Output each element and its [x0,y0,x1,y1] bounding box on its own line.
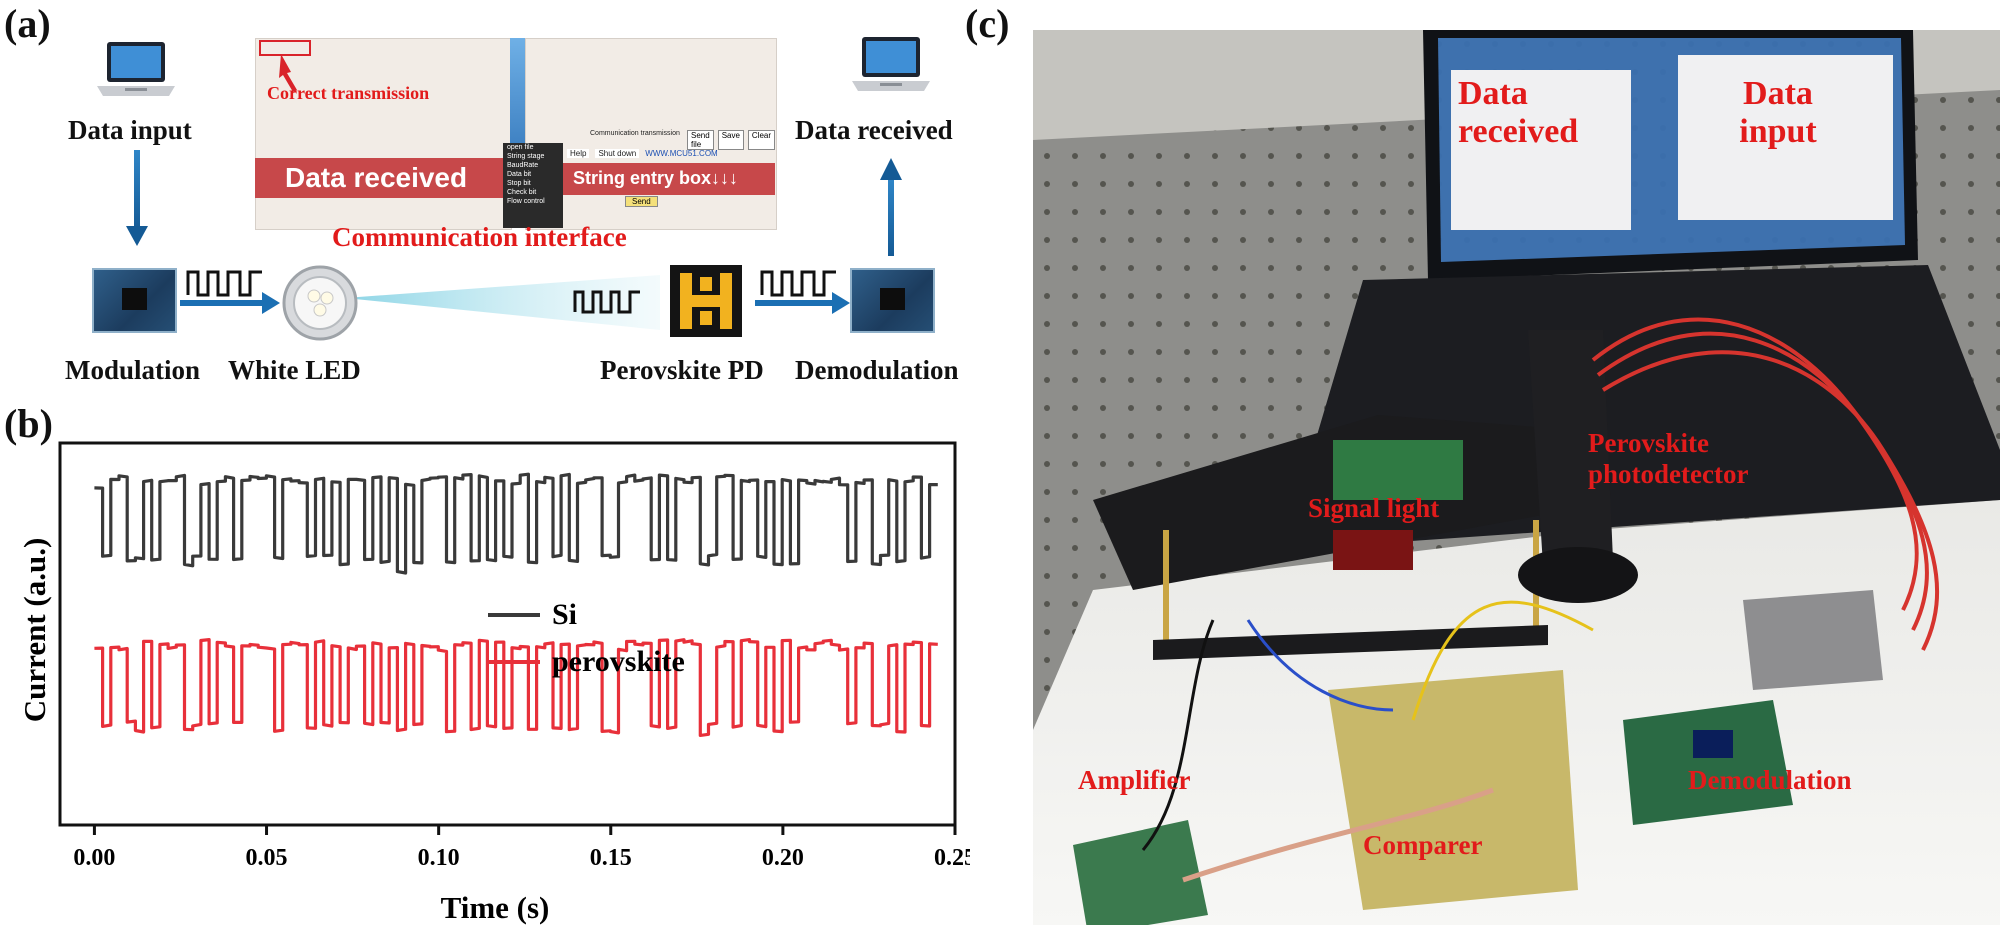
ui-clear[interactable]: Clear [747,130,776,150]
laptop-window-received [1451,70,1631,230]
data-input-label: Data input [68,115,192,145]
perovskite-pd-label: Perovskite PD [600,355,764,385]
string-entry-box-label: String entry box↓↓↓ [573,168,739,188]
ui-data-bit[interactable]: Data bit [507,171,532,178]
legend-si-label: Si [552,598,577,631]
plot-frame [58,441,957,827]
perovskite-series-line [94,638,938,737]
ui-website: WWW.MCU51.COM [645,148,718,158]
photo-demodulation-label: Demodulation [1688,765,1852,795]
x-tick-label: 0.15 [590,845,632,871]
photo-data-input-label: Data input [1739,75,1817,150]
photo-data-received-label: Data received [1458,75,1579,150]
photo-amplifier-label: Amplifier [1078,765,1191,795]
ui-flow-control[interactable]: Flow control [507,198,545,205]
ui-save[interactable]: Save [717,130,744,150]
ui-comm-transmission: Communication transmission [590,130,680,137]
photo-photodetector-label: photodetector [1588,459,1749,489]
signal-light-board [1333,440,1463,500]
Si-series-line [94,472,938,575]
ui-send-button[interactable]: Send [625,196,658,207]
demodulation-label: Demodulation [795,355,959,385]
photo-comparer-label: Comparer [1363,830,1483,860]
x-axis-label: Time (s) [441,890,550,925]
x-axis-ticks: 0.00 0.05 0.10 0.15 0.20 0.25 [73,825,970,871]
panel-label-b: (b) [4,401,53,446]
laptop-input-icon [97,42,175,96]
panel-label-a: (a) [4,1,51,46]
y-axis-label: Current (a.u.) [17,538,52,723]
setup-photo: Data received Data input Signal light Pe… [1033,30,2000,925]
x-tick-label: 0.00 [73,845,115,871]
si-trace [94,472,938,575]
ui-stop-bit[interactable]: Stop bit [507,180,531,187]
legend-perovskite-label: perovskite [552,645,685,678]
perovskite-trace [94,638,938,737]
x-tick-label: 0.05 [246,845,288,871]
panel-a-arrows [126,150,902,330]
ui-send-file[interactable]: Send file [687,130,714,150]
ui-string-stage[interactable]: String stage [507,153,545,160]
correct-transmission-label: Correct transmission [267,83,430,103]
white-led-image [282,265,358,341]
demodulation-board [1623,700,1793,825]
arrow-down [134,150,140,230]
ui-open-file[interactable]: open file [507,144,534,151]
ui-baudrate[interactable]: BaudRate [507,162,539,169]
laptop-output-icon [852,37,930,91]
demodulation-board-image [850,268,935,333]
x-tick-label: 0.20 [762,845,804,871]
arrow-up [888,178,894,256]
communication-interface-label: Communication interface [332,222,627,252]
chart-panel-b: 0.00 0.05 0.10 0.15 0.20 0.25 Si perovskite T… [17,441,970,925]
laptop-window-input [1678,55,1893,220]
panel-label-c: (c) [965,1,1010,46]
panel-a: Data input Data received [0,0,970,395]
ui-check-bit[interactable]: Check bit [507,189,537,196]
correct-transmission-highlight [259,40,311,56]
photo-signal-light-label: Signal light [1308,493,1440,523]
modulation-label: Modulation [65,355,201,385]
modulation-board-image [92,268,177,333]
communication-interface-screenshot: Correct transmission Data received Strin… [255,38,777,230]
perovskite-pd-image [670,265,742,337]
amplifier-board [1073,820,1208,925]
photo-perovskite-label: Perovskite [1588,428,1709,458]
screen-data-received: Data received [285,162,468,193]
ui-help[interactable]: Help [567,148,590,158]
white-led-label: White LED [228,355,361,385]
x-tick-label: 0.25 [934,845,970,871]
ui-shut-down[interactable]: Shut down [595,148,640,158]
data-received-label: Data received [795,115,953,145]
comparer-breadboard [1328,670,1578,910]
x-tick-label: 0.10 [418,845,460,871]
